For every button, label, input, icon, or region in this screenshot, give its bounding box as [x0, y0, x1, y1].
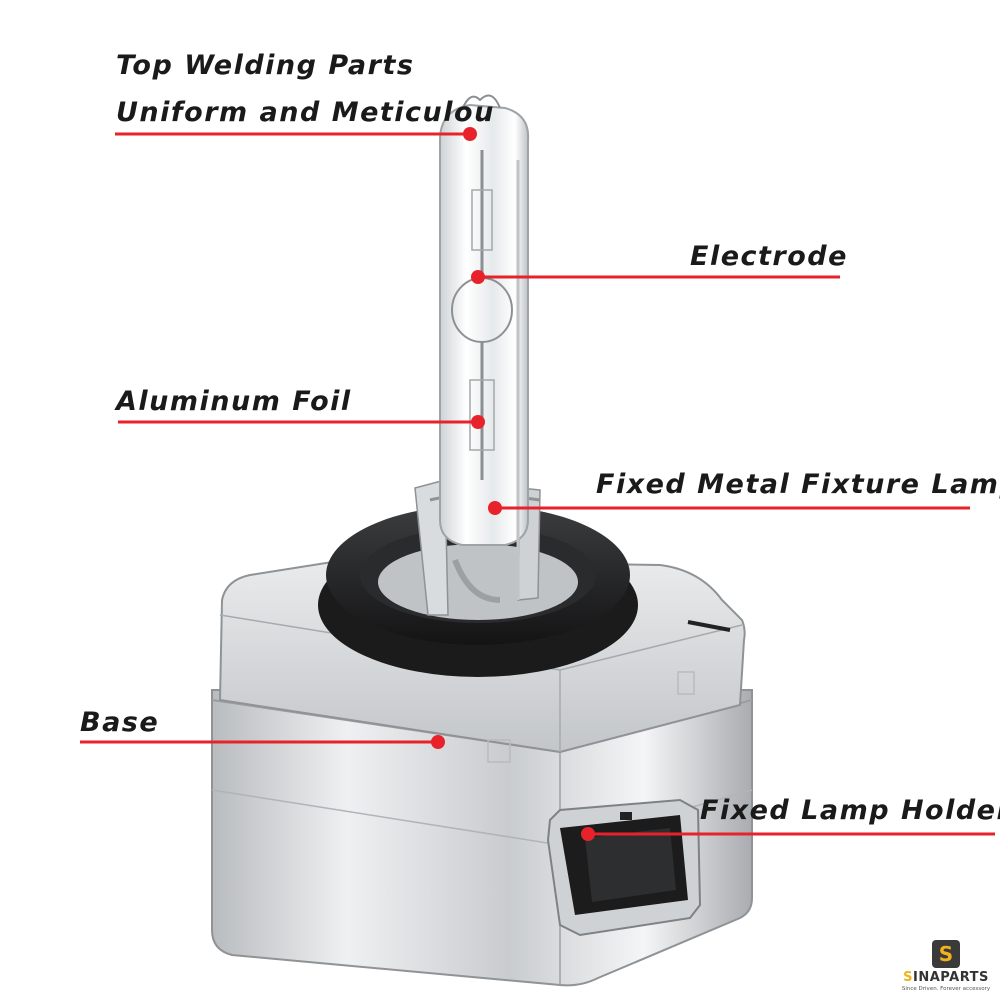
label-aluminum-foil: Aluminum Foil [116, 386, 352, 417]
brand-name: SINAPARTS [896, 970, 996, 985]
callout-dot-aluminum-foil [471, 415, 485, 429]
label-top-welding-line2: Uniform and Meticulou [116, 97, 495, 128]
brand-logo: S SINAPARTS Since Driven. Forever access… [896, 940, 996, 998]
lamp-holder-connector [546, 798, 702, 937]
callout-dot-fixed-lamp-holder [581, 827, 595, 841]
brand-logo-icon: S [932, 940, 960, 968]
label-top-welding-line1: Top Welding Parts [116, 50, 415, 81]
label-base: Base [80, 707, 160, 738]
callout-lines [80, 127, 995, 841]
callout-dot-fixed-metal-fixture [488, 501, 502, 515]
label-fixed-lamp-holder: Fixed Lamp Holder [700, 795, 1000, 826]
brand-name-rest: INAPARTS [913, 970, 989, 985]
callout-dot-base [431, 735, 445, 749]
callout-dot-top-welding [463, 127, 477, 141]
label-electrode: Electrode [690, 241, 848, 272]
brand-name-lead: S [903, 970, 914, 985]
brand-tagline: Since Driven. Forever accessory [901, 986, 991, 992]
callout-dot-electrode [471, 270, 485, 284]
glass-tube [439, 94, 530, 600]
label-fixed-metal-fixture: Fixed Metal Fixture Lamp [596, 469, 1000, 500]
